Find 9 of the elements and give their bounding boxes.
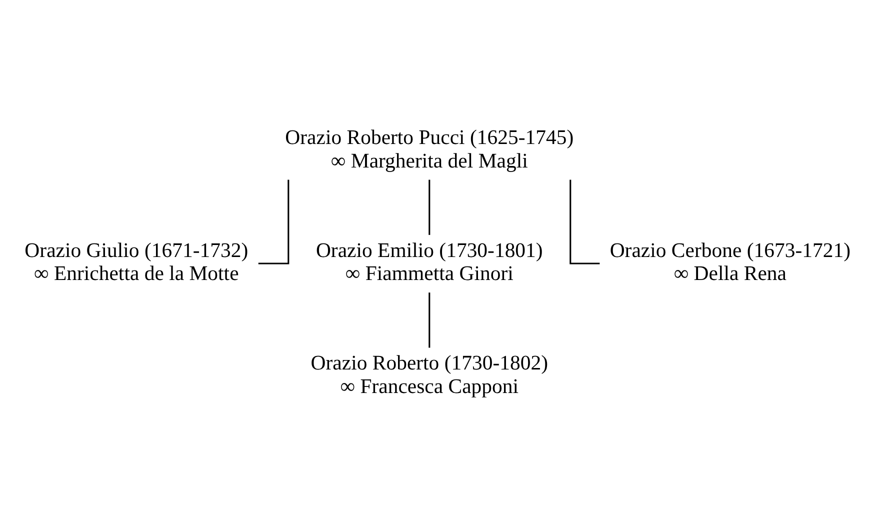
connector (428, 179, 430, 234)
node-text: Orazio Emilio (1730-1801) ∞ Fiammetta Ginori (315, 239, 542, 285)
node-text: Orazio Giulio (1671-1732) ∞ Enrichetta de la Motte (24, 239, 248, 285)
connector (569, 179, 600, 264)
node-text: Orazio Roberto Pucci (1625-1745) ∞ Margherita del Magli (284, 126, 574, 172)
node-text: Orazio Roberto (1730-1802) ∞ Francesca Capponi (310, 352, 548, 398)
node-text: Orazio Cerbone (1673-1721) ∞ Della Rena (609, 239, 850, 285)
connector (428, 292, 430, 348)
connector (258, 179, 289, 264)
